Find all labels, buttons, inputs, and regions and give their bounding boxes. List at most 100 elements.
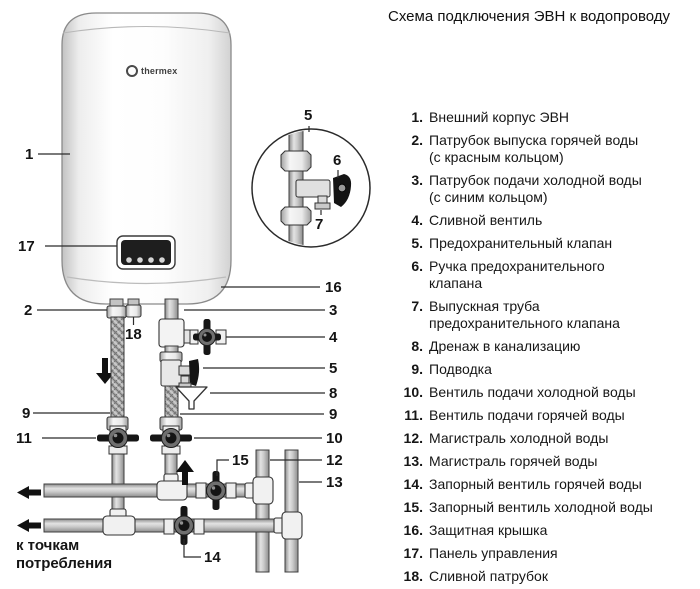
legend-item: 15. Запорный вентиль холодной воды bbox=[396, 499, 696, 516]
legend-item: 18. Сливной патрубок bbox=[396, 568, 696, 585]
heater-body bbox=[61, 12, 232, 305]
legend-item-line1: Патрубок подачи холодной воды bbox=[429, 172, 642, 188]
legend-item-text: Сливной патрубок bbox=[429, 568, 548, 584]
legend-item-number: 2. bbox=[411, 132, 423, 148]
hot-shutoff-valve bbox=[163, 506, 205, 545]
thermex-logo: thermex bbox=[126, 65, 177, 77]
legend-item-number: 9. bbox=[411, 361, 423, 377]
callout-lines bbox=[33, 126, 339, 558]
legend-item-text: Запорный вентиль холодной воды bbox=[429, 499, 653, 515]
legend-item: 4. Сливной вентиль bbox=[396, 212, 696, 229]
legend-item-line2: предохранительного клапана bbox=[429, 315, 620, 331]
callout-label-9-left: 9 bbox=[22, 405, 31, 422]
legend-item-text: Подводка bbox=[429, 361, 492, 377]
thermex-logo-text: thermex bbox=[141, 66, 178, 76]
callout-label-13: 13 bbox=[326, 474, 343, 491]
legend-item-text: Магистраль холодной воды bbox=[429, 430, 609, 446]
page-title: Схема подключения ЭВН к водопроводу bbox=[388, 8, 671, 25]
legend-item: 14. Запорный вентиль горячей воды bbox=[396, 476, 696, 493]
flow-left-arrow-bottom bbox=[17, 519, 41, 532]
legend-item: 9. Подводка bbox=[396, 361, 696, 378]
legend-item-number: 11. bbox=[404, 407, 423, 423]
legend-item: 12. Магистраль холодной воды bbox=[396, 430, 696, 447]
callout-label-6: 6 bbox=[333, 152, 342, 169]
flow-down-arrow bbox=[96, 358, 114, 384]
cold-inlet-line bbox=[158, 298, 200, 431]
callout-label-16: 16 bbox=[325, 279, 342, 296]
legend-item-number: 1. bbox=[411, 109, 423, 125]
legend-item: 1. Внешний корпус ЭВН bbox=[396, 109, 696, 126]
legend-item: 10. Вентиль подачи холодной воды bbox=[396, 384, 696, 401]
safety-valve bbox=[160, 359, 200, 389]
legend-item: 7. Выпускная труба предохранительного кл… bbox=[396, 298, 696, 332]
legend-item-text: Предохранительный клапан bbox=[429, 235, 613, 251]
legend-item-number: 13. bbox=[403, 453, 423, 469]
inset-magnifier-circle bbox=[251, 128, 371, 248]
callout-label-10: 10 bbox=[326, 430, 343, 447]
callout-label-18: 18 bbox=[125, 326, 142, 343]
hot-outlet-line bbox=[106, 298, 129, 431]
legend-item-number: 16. bbox=[403, 522, 423, 538]
legend-item: 17. Панель управления bbox=[396, 545, 696, 562]
hot-supply-valve bbox=[97, 425, 139, 455]
callout-label-11: 11 bbox=[16, 430, 32, 447]
legend-item-line1: Патрубок выпуска горячей воды bbox=[429, 132, 639, 148]
legend-item-number: 12. bbox=[403, 430, 423, 446]
legend-item: 3. Патрубок подачи холодной воды (с сини… bbox=[396, 172, 696, 206]
cold-supply-valve bbox=[150, 425, 192, 455]
legend-item-number: 14. bbox=[403, 476, 423, 492]
legend-item-line2: (с красным кольцом) bbox=[429, 149, 564, 165]
legend-item: 13. Магистраль горячей воды bbox=[396, 453, 696, 470]
legend-item-text: Ручка предохранительного клапана bbox=[429, 258, 689, 292]
legend-item-number: 18. bbox=[403, 568, 423, 584]
legend-item-line1: Выпускная труба bbox=[429, 298, 540, 314]
legend-item-number: 8. bbox=[411, 338, 423, 354]
flow-left-arrow-top bbox=[17, 486, 41, 499]
control-panel bbox=[116, 235, 176, 270]
legend-item-text: Сливной вентиль bbox=[429, 212, 543, 228]
callout-label-14: 14 bbox=[204, 549, 221, 566]
legend-item-text: Патрубок выпуска горячей воды (с красным… bbox=[429, 132, 689, 166]
callout-label-3: 3 bbox=[329, 302, 338, 319]
callout-label-1: 1 bbox=[25, 146, 34, 163]
legend-item-text: Внешний корпус ЭВН bbox=[429, 109, 570, 125]
legend-item-number: 7. bbox=[411, 298, 423, 314]
legend-item-number: 17. bbox=[403, 545, 423, 561]
legend-item-line1: Ручка предохранительного bbox=[429, 258, 605, 274]
legend-item: 2. Патрубок выпуска горячей воды (с крас… bbox=[396, 132, 696, 166]
legend-item: 8. Дренаж в канализацию bbox=[396, 338, 696, 355]
callout-label-8: 8 bbox=[329, 385, 338, 402]
callout-label-5-inset: 5 bbox=[304, 107, 313, 124]
funnel-drain bbox=[175, 386, 208, 410]
cold-shutoff-valve bbox=[195, 471, 237, 510]
legend-item-line2: клапана bbox=[429, 275, 483, 291]
legend-item-text: Выпускная труба предохранительного клапа… bbox=[429, 298, 689, 332]
flow-arrows bbox=[17, 358, 194, 532]
legend-item-number: 5. bbox=[411, 235, 423, 251]
legend-item-number: 4. bbox=[411, 212, 423, 228]
consumption-note-line1: к точкам bbox=[16, 537, 80, 554]
legend-item-number: 10. bbox=[403, 384, 423, 400]
legend-item-text: Магистраль горячей воды bbox=[429, 453, 598, 469]
legend-item-text: Дренаж в канализацию bbox=[429, 338, 581, 354]
legend-item-text: Панель управления bbox=[429, 545, 558, 561]
legend-item-line2: (с синим кольцом) bbox=[429, 189, 548, 205]
legend-item-text: Патрубок подачи холодной воды (с синим к… bbox=[429, 172, 689, 206]
drain-valve bbox=[189, 319, 227, 355]
consumption-points-note: к точкам потребления bbox=[16, 537, 112, 573]
legend-item-text: Вентиль подачи горячей воды bbox=[429, 407, 625, 423]
legend-item: 16. Защитная крышка bbox=[396, 522, 696, 539]
callout-label-9-right: 9 bbox=[329, 406, 338, 423]
legend-list: 1. Внешний корпус ЭВН 2. Патрубок выпуск… bbox=[396, 109, 696, 585]
tee-fittings bbox=[102, 473, 303, 540]
callout-label-12: 12 bbox=[326, 452, 343, 469]
drain-stub bbox=[125, 298, 142, 318]
thermex-logo-icon bbox=[126, 65, 138, 77]
mains-pipes bbox=[255, 449, 299, 573]
legend-item-text: Защитная крышка bbox=[429, 522, 548, 538]
callout-label-15: 15 bbox=[232, 452, 249, 469]
callout-label-4: 4 bbox=[329, 329, 338, 346]
legend-item-text: Вентиль подачи холодной воды bbox=[429, 384, 636, 400]
